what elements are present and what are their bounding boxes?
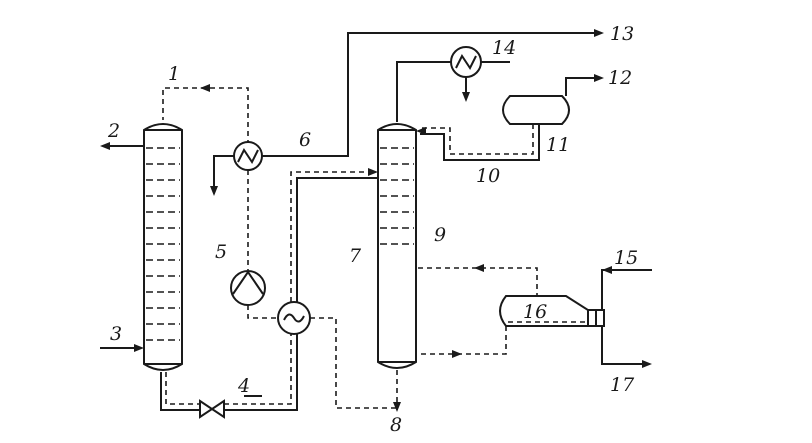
reboiler — [499, 295, 605, 327]
label-12: 12 — [608, 67, 632, 89]
label-3: 3 — [110, 323, 122, 345]
label-4: 4 — [237, 375, 250, 397]
label-8: 8 — [390, 414, 402, 436]
stream-3-feed-inlet — [100, 344, 144, 352]
label-1: 1 — [168, 63, 180, 85]
column-b-overhead — [396, 61, 452, 122]
column-b — [377, 123, 417, 369]
label-17: 17 — [610, 374, 635, 396]
label-7: 7 — [349, 245, 362, 267]
label-13: 13 — [610, 23, 634, 45]
label-16: 16 — [523, 301, 547, 323]
stream-17-condensate — [601, 326, 652, 368]
label-11: 11 — [546, 134, 570, 156]
stream-15-steam — [601, 266, 652, 310]
column-a — [143, 123, 183, 371]
circulation-pump — [230, 170, 266, 306]
label-5: 5 — [215, 241, 227, 263]
reboiler-loop — [418, 264, 538, 358]
label-9: 9 — [434, 224, 446, 246]
column-a-trays — [146, 147, 180, 341]
throttle-valve — [199, 399, 225, 419]
stream-6-13-overhead — [262, 29, 604, 157]
stream-2-gas-outlet — [100, 142, 144, 150]
stream-8-lean-solvent — [310, 317, 401, 412]
stream-4-rich-solvent — [160, 334, 298, 419]
rich-feed-to-column-b — [290, 168, 378, 302]
overhead-condenser — [450, 46, 510, 102]
label-10: 10 — [476, 165, 500, 187]
stream-1-lean-return — [162, 84, 249, 145]
column-b-trays — [380, 147, 414, 245]
label-15: 15 — [614, 247, 638, 269]
lean-rich-exchanger — [247, 301, 311, 335]
reflux-drum — [502, 74, 604, 125]
stream-10-reflux — [416, 124, 540, 161]
label-6: 6 — [299, 129, 311, 151]
solvent-cooler — [210, 141, 263, 196]
label-2: 2 — [107, 120, 120, 142]
label-14: 14 — [492, 37, 516, 59]
